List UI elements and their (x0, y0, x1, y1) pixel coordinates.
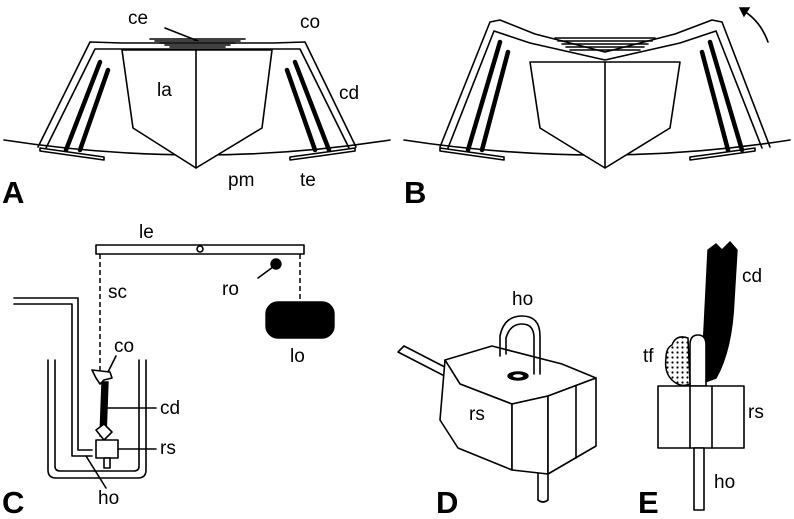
cuticle-cord-left-1 (63, 59, 103, 153)
label-rs-c: rs (160, 438, 176, 459)
resin-block-small (95, 439, 119, 459)
holder-rod (13, 297, 93, 451)
resin-block-front-right (547, 377, 597, 475)
hook-loop-outer (499, 315, 541, 375)
tergite-plate-left-b (439, 147, 505, 161)
panel-b-hinge-drawing (403, 7, 791, 169)
longitudinal-apodeme (121, 49, 273, 169)
hook-socket-inner (511, 372, 525, 380)
label-ho-e: ho (714, 472, 735, 493)
specimen-clamp-co (91, 369, 113, 385)
panel-letter-e: E (638, 485, 659, 519)
tergite-plate-right (289, 147, 356, 161)
label-te: te (300, 170, 316, 191)
resin-block-e (657, 385, 745, 449)
rotation-arrow (741, 9, 769, 43)
hook-rod-e (689, 334, 707, 387)
holder-rod-bottom (537, 469, 549, 503)
cuticle-cord-left-2 (77, 67, 111, 153)
ro-leader (257, 266, 274, 279)
cuticle-cord-right-2 (284, 67, 318, 153)
ho-leader (85, 455, 107, 489)
holder-rod-inner (13, 303, 93, 457)
cuticle-cord-right-1-b (707, 39, 745, 153)
label-cd-e: cd (742, 266, 762, 287)
tissue-fragment (664, 336, 691, 387)
label-sc: sc (108, 282, 127, 303)
tergite-plate-left (39, 147, 105, 161)
saline-bath-inner (54, 359, 140, 472)
cuticle-cord-right-1 (292, 59, 332, 153)
label-lo: lo (290, 346, 305, 367)
cuticle-cord-right-2-b (699, 49, 731, 153)
lever-pivot (196, 245, 204, 253)
specimen-tip (95, 423, 113, 441)
cuticle-cord-left-1-b (465, 39, 503, 153)
label-tf: tf (643, 346, 654, 367)
co-leader (107, 355, 117, 373)
panel-letter-c: C (2, 485, 24, 519)
central-elastic-layers-b (554, 37, 656, 51)
cuticle-cord-e (699, 240, 738, 386)
label-ho-c: ho (98, 488, 119, 509)
label-co-c: co (114, 336, 134, 357)
panel-e: cd tf rs ho E (638, 240, 764, 519)
resin-block-peg (103, 457, 111, 469)
panel-d: ho rs D (397, 289, 597, 519)
tergite-plate-right-b (689, 147, 756, 161)
panel-c: le ro sc lo co cd rs ho C (2, 222, 335, 519)
hinge-top-inner-b (447, 30, 763, 149)
hinge-top-inner (45, 48, 350, 149)
label-ho-d: ho (512, 289, 533, 310)
saline-bath-outer (47, 359, 147, 479)
label-la: la (157, 80, 172, 101)
panel-b: B (403, 7, 791, 210)
hook-loop-inner (505, 323, 535, 375)
panel-letter-b: B (404, 175, 426, 210)
ce-leader (164, 27, 199, 42)
panel-a-hinge-drawing: ce co la cd pm te (3, 8, 391, 191)
resin-block-front-mid (511, 395, 549, 475)
rotation-arrowhead (738, 7, 751, 18)
hinge-top-outer-b (439, 19, 771, 148)
label-pm: pm (228, 170, 254, 191)
label-rs-e: rs (748, 402, 764, 423)
label-le: le (139, 222, 154, 243)
holder-rod-e (693, 447, 705, 511)
label-rs-d: rs (469, 404, 485, 425)
panel-a: ce co la cd pm te A (2, 8, 391, 210)
panel-letter-d: D (436, 485, 458, 519)
label-cd-c: cd (160, 398, 180, 419)
label-ce: ce (128, 8, 148, 29)
label-cd: cd (339, 83, 359, 104)
cuticle-cord-left-2-b (479, 49, 511, 153)
load-weight (265, 301, 335, 339)
label-ro: ro (222, 279, 239, 300)
label-co: co (300, 12, 320, 33)
panel-letter-a: A (2, 175, 24, 210)
